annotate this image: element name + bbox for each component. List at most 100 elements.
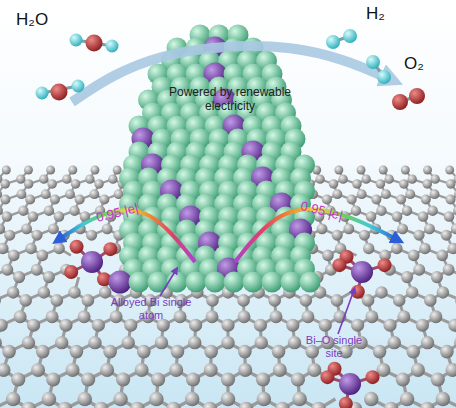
carbon-atom xyxy=(437,286,449,298)
carbon-atom xyxy=(186,372,200,386)
carbon-atom xyxy=(275,402,290,408)
carbon-atom xyxy=(37,250,49,262)
carbon-atom xyxy=(445,363,456,377)
carbon-atom xyxy=(13,271,25,283)
carbon-atom xyxy=(149,392,163,406)
carbon-atom xyxy=(446,195,456,205)
carbon-atom xyxy=(357,166,366,175)
carbon-atom xyxy=(307,363,321,377)
oxygen-atom xyxy=(64,265,78,279)
carbon-atom xyxy=(90,166,99,175)
carbon-atom xyxy=(381,189,391,199)
carbon-atom xyxy=(53,243,64,254)
carbon-atom xyxy=(445,166,454,175)
hydrogen-atom xyxy=(366,55,380,69)
carbon-atom xyxy=(188,336,201,349)
carbon-atom xyxy=(71,179,80,188)
carbon-atom xyxy=(441,230,452,241)
carbon-atom xyxy=(384,402,399,408)
carbon-atom xyxy=(25,243,36,254)
carbon-atom xyxy=(19,294,32,307)
carbon-atom xyxy=(137,345,151,359)
carbon-atom xyxy=(288,336,301,349)
carbon-atom xyxy=(238,345,252,359)
carbon-atom xyxy=(257,392,271,406)
carbon-atom xyxy=(365,310,378,323)
carbon-atom xyxy=(332,189,342,199)
oxygen-atom xyxy=(332,258,346,272)
carbon-atom xyxy=(46,310,59,323)
carbon-atom xyxy=(436,250,448,262)
carbon-atom xyxy=(157,319,170,332)
carbon-atom xyxy=(221,372,235,386)
leader-arrow xyxy=(160,270,176,296)
carbon-atom xyxy=(286,319,299,332)
carbon-atom xyxy=(2,211,13,222)
carbon-atom xyxy=(55,336,68,349)
carbon-atom xyxy=(88,336,101,349)
carbon-atom xyxy=(206,294,219,307)
carbon-atom xyxy=(359,230,370,241)
carbon-atom xyxy=(406,286,418,298)
carbon-atom xyxy=(11,372,25,386)
carbon-atom xyxy=(311,402,326,408)
carbon-atom xyxy=(436,392,450,406)
carbon-atom xyxy=(419,243,430,254)
carbon-atom xyxy=(65,189,75,199)
carbon-atom xyxy=(431,372,445,386)
carbon-atom xyxy=(78,392,92,406)
carbon-atom xyxy=(6,392,20,406)
carbon-atom xyxy=(388,336,401,349)
carbon-atom xyxy=(18,206,28,216)
carbon-atom xyxy=(270,310,283,323)
carbon-atom xyxy=(102,223,113,234)
carbon-atom xyxy=(393,294,406,307)
carbon-atom xyxy=(362,294,375,307)
carbon-atom xyxy=(334,166,343,175)
carbon-atom xyxy=(397,310,410,323)
carbon-atom xyxy=(21,223,32,234)
carbon-atom xyxy=(338,174,347,183)
carbon-atom xyxy=(1,264,13,276)
carbon-atom xyxy=(31,230,42,241)
carbon-atom xyxy=(331,294,344,307)
carbon-atom xyxy=(361,174,370,183)
callout-label: Alloyed Bi single atom xyxy=(110,296,192,321)
carbon-atom xyxy=(443,264,455,276)
carbon-atom xyxy=(151,372,165,386)
carbon-atom xyxy=(420,402,435,408)
carbon-atom xyxy=(69,206,79,216)
graphene-sheet xyxy=(0,166,456,408)
carbon-atom xyxy=(204,363,218,377)
carbon-atom xyxy=(58,402,73,408)
carbon-atom xyxy=(322,195,332,205)
carbon-atom xyxy=(305,345,319,359)
carbon-atom xyxy=(99,195,109,205)
carbon-atom xyxy=(24,179,33,188)
carbon-atom xyxy=(447,243,456,254)
carbon-atom xyxy=(273,363,287,377)
oxygen-atom xyxy=(409,88,425,104)
carbon-atom xyxy=(124,319,137,332)
carbon-atom xyxy=(221,319,234,332)
carbon-atom xyxy=(43,271,55,283)
carbon-atom xyxy=(135,363,149,377)
carbon-atom xyxy=(272,345,286,359)
carbon-atom xyxy=(42,392,56,406)
carbon-atom xyxy=(17,189,27,199)
carbon-atom xyxy=(413,230,424,241)
carbon-atom xyxy=(239,402,254,408)
carbon-atom xyxy=(401,271,413,283)
carbon-atom xyxy=(94,402,109,408)
oxygen-atom xyxy=(70,240,84,254)
oxygen-atom xyxy=(103,242,117,256)
carbon-atom xyxy=(0,336,2,349)
carbon-atom xyxy=(405,189,415,199)
carbon-atom xyxy=(82,294,95,307)
bismuth-atom xyxy=(109,271,132,294)
carbon-atom xyxy=(421,336,434,349)
metal-atom xyxy=(167,272,188,293)
carbon-atom xyxy=(431,174,440,183)
carbon-atom xyxy=(375,286,387,298)
